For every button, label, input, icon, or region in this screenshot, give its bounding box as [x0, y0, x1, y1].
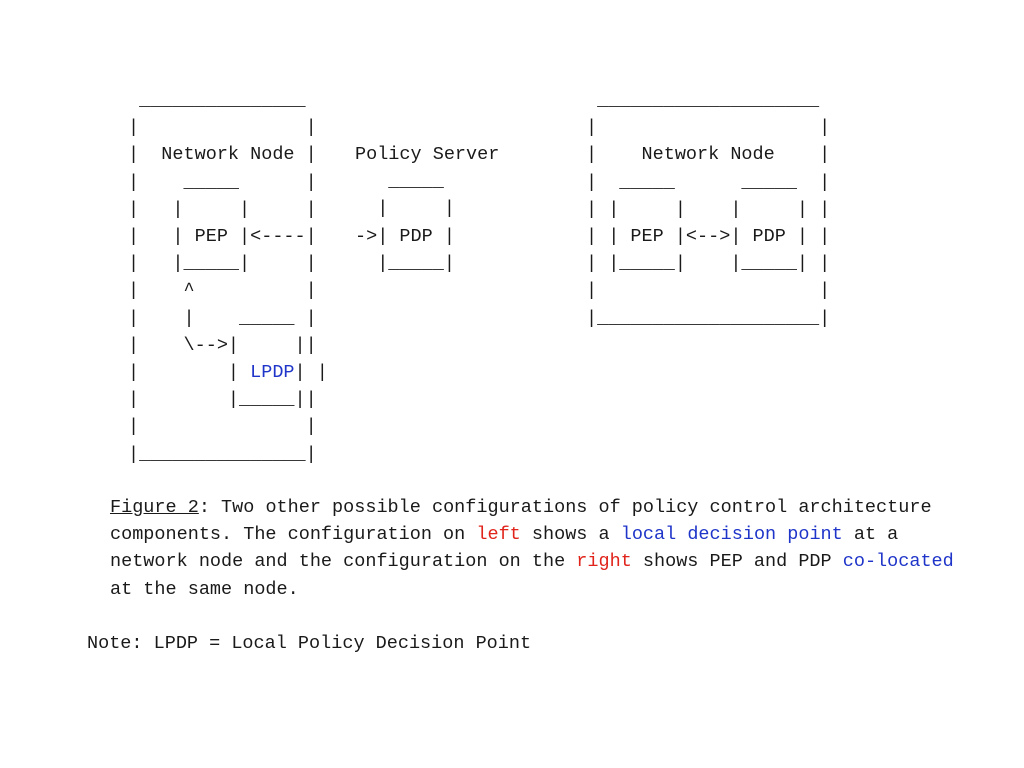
caption-left-highlight: left	[476, 524, 521, 546]
left-diagram-line: | | _____ |	[128, 307, 317, 329]
left-diagram-line: | |	[128, 416, 317, 438]
lpdp-line-prefix: | |	[128, 362, 251, 384]
right-diagram-line: | | | | | |	[586, 198, 831, 220]
left-diagram-line: | |_____| |	[128, 253, 317, 275]
server-diagram-line: |_____|	[355, 252, 455, 274]
left-diagram-line: | | | |	[128, 198, 317, 220]
left-diagram-line: | | LPDP| |	[128, 362, 328, 383]
left-network-node-diagram: _______________ | | | Network Node | | _…	[128, 87, 328, 468]
server-diagram-line: | |	[355, 198, 455, 220]
lpdp-note: Note: LPDP = Local Policy Decision Point	[87, 633, 532, 654]
policy-server-title: Policy Server	[355, 144, 500, 165]
left-diagram-line: | Network Node |	[128, 144, 317, 166]
caption-text: at a network node and the configuration …	[110, 524, 899, 573]
right-network-node-diagram: ____________________ | | | Network Node …	[586, 87, 830, 332]
left-diagram-line: |_______________|	[128, 443, 317, 465]
lpdp-line-suffix: | |	[294, 362, 328, 384]
caption-local-decision-point-highlight: local decision point	[620, 524, 843, 546]
left-diagram-line: | |	[128, 117, 317, 139]
caption-text: : Two other possible configurations of p…	[110, 497, 932, 546]
caption-right-highlight: right	[576, 551, 632, 573]
right-diagram-line: | |_____| |_____| |	[586, 253, 831, 275]
right-diagram-line: | Network Node |	[586, 144, 831, 166]
left-diagram-line: _______________	[128, 90, 306, 111]
caption-text: shows PEP and PDP	[631, 551, 843, 573]
left-diagram-line: | _____ |	[128, 171, 317, 193]
left-diagram-line: | ^ |	[128, 280, 317, 302]
left-diagram-line: | \-->| ||	[128, 334, 317, 356]
right-diagram-line: | | PEP |<-->| PDP | |	[586, 226, 831, 248]
figure-label: Figure 2	[110, 497, 199, 518]
policy-server-diagram: Policy Server _____ | | ->| PDP | |_____…	[355, 141, 499, 277]
caption-co-located-highlight: co-located	[842, 551, 954, 573]
left-diagram-line: | |_____||	[128, 389, 317, 411]
server-diagram-line: ->| PDP |	[355, 225, 455, 247]
left-diagram-line: | | PEP |<----|	[128, 226, 317, 248]
right-diagram-line: ____________________	[586, 90, 820, 111]
caption-text: at the same node.	[110, 578, 299, 600]
right-diagram-line: | |	[586, 117, 831, 139]
figure-caption: Figure 2: Two other possible configurati…	[110, 494, 970, 603]
right-diagram-line: | _____ _____ |	[586, 171, 831, 193]
server-diagram-line: _____	[355, 171, 444, 193]
caption-text: shows a	[520, 524, 621, 546]
lpdp-label: LPDP	[250, 362, 295, 384]
right-diagram-line: | |	[586, 280, 831, 302]
right-diagram-line: |____________________|	[586, 307, 831, 329]
